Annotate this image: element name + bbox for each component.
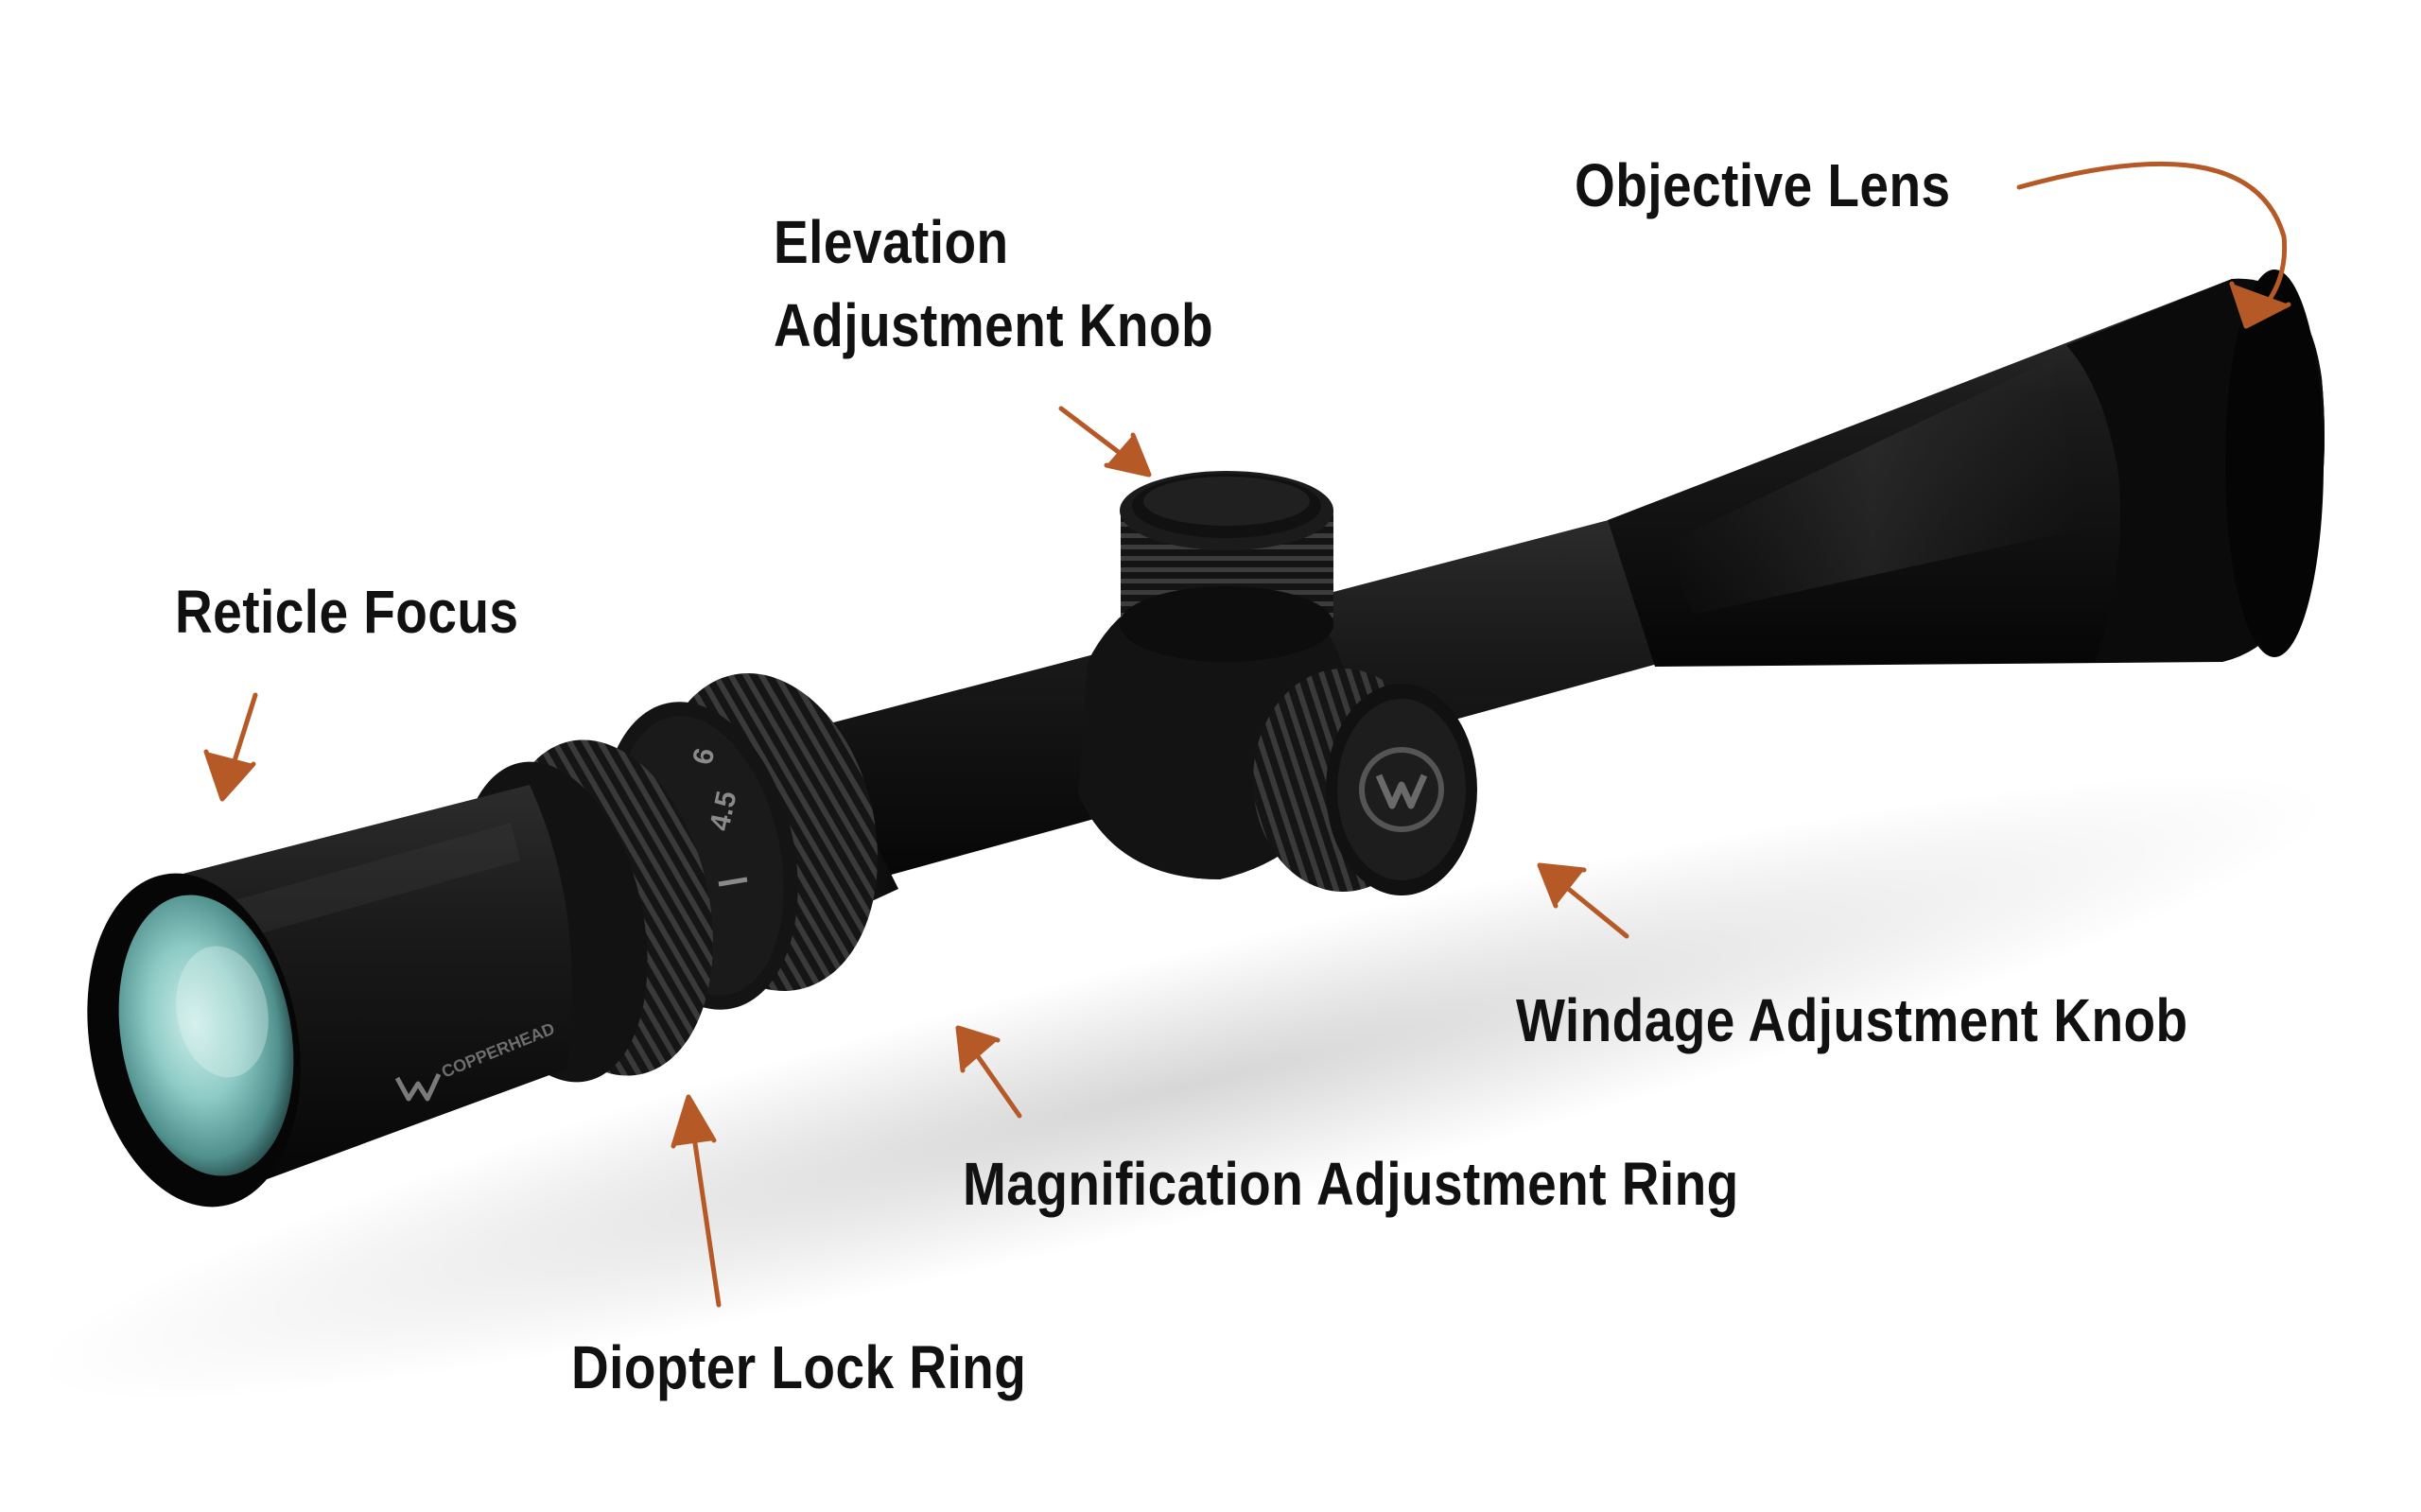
callout-arrows xyxy=(203,161,2291,1308)
label-elevation-line2: Adjustment Knob xyxy=(774,291,1214,359)
label-objective-lens: Objective Lens xyxy=(1575,151,1951,219)
windage-knob xyxy=(1253,669,1477,895)
arrow-windage xyxy=(1537,862,1629,939)
vortex-logo-icon xyxy=(1359,747,1444,832)
label-elevation-adjustment-knob: Elevation Adjustment Knob xyxy=(774,200,1213,367)
label-windage-adjustment-knob: Windage Adjustment Knob xyxy=(1516,986,2188,1054)
label-magnification-adjustment-ring: Magnification Adjustment Ring xyxy=(963,1150,1739,1218)
objective-bell-highlight xyxy=(1664,359,2081,615)
scope-shadow xyxy=(34,773,2330,1401)
label-reticle-focus: Reticle Focus xyxy=(175,578,519,646)
arrow-diopter-lock-ring xyxy=(671,1094,722,1308)
label-diopter-lock-ring: Diopter Lock Ring xyxy=(571,1333,1027,1401)
arrow-elevation xyxy=(1058,406,1152,478)
arrow-magnification xyxy=(955,1025,1022,1119)
vortex-logo-icon xyxy=(394,1072,442,1102)
arrow-objective-lens xyxy=(2016,161,2291,329)
objective-lens-end xyxy=(2225,269,2324,657)
eyepiece-lens xyxy=(87,873,301,1208)
arrow-reticle-focus xyxy=(203,692,258,802)
power-mark-6: 6 xyxy=(688,745,722,767)
eyepiece-highlight xyxy=(208,823,520,946)
label-elevation-line1: Elevation xyxy=(774,208,1009,276)
elevation-knob xyxy=(1120,471,1333,662)
